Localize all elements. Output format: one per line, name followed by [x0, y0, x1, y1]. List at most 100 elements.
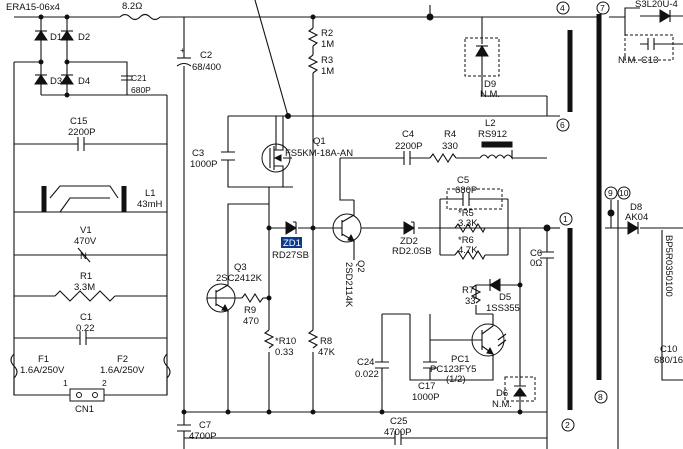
- label-d9: D9: [484, 79, 496, 90]
- label-r8: R8: [320, 336, 332, 347]
- mosfet-q1: C3 1000P Q1 FS5KM-18A-AN: [190, 115, 547, 188]
- label-v1-n: N: [80, 251, 87, 262]
- pin-9: 9: [608, 188, 613, 198]
- label-r9-value: 470: [243, 316, 259, 327]
- label-c6-value: 0Ω: [530, 258, 542, 269]
- label-c5-value: 680P: [455, 185, 477, 196]
- label-c24: C24: [357, 357, 374, 368]
- label-zd2: ZD2: [400, 236, 418, 247]
- pin-6: 6: [560, 120, 565, 130]
- label-v1: V1: [80, 225, 92, 236]
- label-zd2-value: RD2.0SB: [392, 246, 432, 257]
- choke-l1: L1 43mH: [13, 140, 168, 213]
- capacitor-c2: + C2 68/400: [176, 17, 221, 412]
- fuses-and-connector: F1 1.6A/250V F2 1.6A/250V 1 2 CN1: [10, 353, 171, 415]
- label-pc1-value: PC123FY5: [430, 364, 476, 375]
- label-c7-value: 4700P: [189, 431, 216, 442]
- label-d4: D4: [78, 76, 90, 87]
- label-d9-value: N.M.: [480, 89, 500, 100]
- label-d6: D6: [496, 388, 508, 399]
- diode-d3: [34, 74, 48, 85]
- label-c4-value: 2200P: [395, 141, 422, 152]
- label-r2: R2: [321, 28, 333, 39]
- label-c21-value: 680P: [131, 85, 151, 95]
- capacitor-c24: C24 0.022: [355, 313, 410, 412]
- label-bp: BP5R0350100: [663, 235, 674, 297]
- label-f2-value: 1.6A/250V: [100, 365, 145, 376]
- label-c10-value: 680/16: [654, 355, 683, 366]
- label-r6-value: 4.7K: [458, 245, 478, 256]
- label-zd1-value: RD27SB: [272, 250, 309, 261]
- label-c2-value: 68/400: [192, 62, 221, 73]
- input-filter: V1 470V N R1 3.3M C1 0.22: [13, 212, 168, 395]
- label-r9: R9: [244, 305, 256, 316]
- label-l1-value: 43mH: [137, 199, 162, 210]
- resistor-r1: [54, 290, 116, 302]
- label-r4-value: 330: [442, 141, 458, 152]
- label-pin1: 1: [63, 378, 68, 388]
- capacitor-c4: [403, 151, 411, 165]
- capacitor-c1: [79, 331, 87, 345]
- label-r2-value: 1M: [321, 39, 334, 50]
- label-d3: D3: [50, 76, 62, 87]
- label-r5-value: 3.3K: [458, 218, 478, 229]
- capacitor-c21: [121, 75, 133, 81]
- label-f1-value: 1.6A/250V: [20, 365, 65, 376]
- label-r5: *R5: [458, 208, 474, 219]
- capacitor-c25: [394, 431, 402, 445]
- label-r1-value: 3.3M: [74, 282, 95, 293]
- label-q3-value: 2SC2412K: [216, 273, 263, 284]
- pin-2: 2: [565, 420, 570, 430]
- label-f1: F1: [38, 354, 49, 365]
- capacitor-c17: [423, 361, 437, 369]
- secondary-side: S3L20U-4 C13 N.M. D8 AK04 BP5R0350100 C1…: [605, 0, 683, 449]
- label-l1: L1: [145, 188, 156, 199]
- resistor-r2: [307, 27, 319, 47]
- resistor-r6: [454, 249, 486, 261]
- label-r3-value: 1M: [321, 66, 334, 77]
- transistor-q2: Q2 2SD2114K: [332, 160, 366, 308]
- label-c7: C7: [199, 420, 211, 431]
- label-pc1-unit: (1/2): [446, 374, 466, 385]
- label-c10: C10: [660, 344, 677, 355]
- diode-d2: [60, 30, 74, 41]
- label-zd1: ZD1: [283, 238, 301, 249]
- label-q1: Q1: [313, 136, 326, 147]
- label-r7-value: 33: [465, 296, 476, 307]
- label-d5-value: 1SS355: [486, 303, 520, 314]
- resistor-r9: [241, 292, 264, 304]
- snubber-network: C5 680P *R5 3.3K *R6 4.7K: [439, 175, 509, 261]
- diode-d4: [60, 74, 74, 85]
- label-c4: C4: [402, 129, 414, 140]
- label-r3: R3: [321, 55, 333, 66]
- capacitor-c15: C15 2200P: [14, 95, 168, 151]
- label-d8: D8: [630, 202, 642, 213]
- connector-cn1: [69, 388, 105, 402]
- label-c17: C17: [418, 381, 435, 392]
- label-c25-value: 4700P: [384, 427, 411, 438]
- label-d8-value: AK04: [625, 212, 648, 223]
- capacitor-c5: [462, 192, 470, 206]
- label-q3: Q3: [234, 262, 247, 273]
- label-era: ERA15-06x4: [6, 2, 60, 13]
- label-r4: R4: [444, 129, 456, 140]
- transistor-q3: Q3 2SC2412K R9 470: [206, 203, 269, 412]
- label-fuse-res: 8.2Ω: [122, 1, 142, 12]
- transformer: 4 6 1 2 7 9 10 8: [546, 1, 631, 432]
- optocoupler-pc1: PC1 PC123FY5 (1/2) C17 1000P R7 33 D5 1S…: [409, 228, 536, 412]
- label-r1: R1: [80, 271, 92, 282]
- start-resistors: R2 1M R3 1M: [307, 14, 334, 153]
- diode-d9: D9 N.M.: [464, 17, 547, 100]
- pin-10: 10: [619, 188, 629, 198]
- label-pc1: PC1: [451, 354, 469, 365]
- label-c17-value: 1000P: [412, 392, 439, 403]
- label-r10: *R10: [275, 336, 296, 347]
- label-c15-value: 2200P: [68, 127, 95, 138]
- label-c1: C1: [80, 312, 92, 323]
- label-c13-nm: N.M.: [618, 55, 638, 66]
- label-s3l: S3L20U-4: [635, 0, 678, 10]
- ground-rail: C7 4700P C25 4700P: [177, 409, 547, 449]
- bridge-rectifier: ERA15-06x4 8.2Ω D1 D2 D3 D4 C21 680P: [6, 1, 600, 140]
- label-d2: D2: [78, 32, 90, 43]
